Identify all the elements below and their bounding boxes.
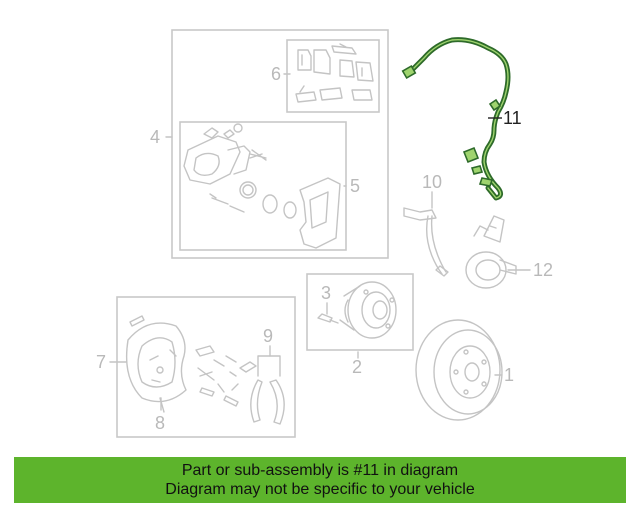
- abs-wheel-speed-sensor-icon: [401, 37, 511, 201]
- assembly-4-frame: [171, 29, 389, 259]
- hub-2-frame: [306, 273, 414, 351]
- callout-8: 8: [155, 413, 165, 433]
- callout-7: 7: [96, 352, 106, 372]
- brake-hose-icon: [403, 207, 449, 277]
- hub-bearing-icon: [317, 281, 397, 339]
- backing-plate-7-frame: [116, 296, 296, 438]
- callout-12: 12: [533, 260, 553, 280]
- backing-plate-icon: [125, 315, 187, 413]
- callout-4: 4: [150, 127, 160, 147]
- speed-sensor-hub-icon: [465, 215, 517, 289]
- caliper-5-frame: [179, 121, 347, 251]
- banner-line-disclaimer: Diagram may not be specific to your vehi…: [165, 481, 475, 498]
- pads-6-frame: [286, 39, 380, 113]
- callout-11: 11: [503, 108, 522, 128]
- callout-3: 3: [321, 283, 331, 303]
- callout-9: 9: [263, 326, 273, 346]
- callout-2: 2: [352, 357, 362, 377]
- part-info-banner: Part or sub-assembly is #11 in diagram D…: [14, 457, 626, 503]
- callout-1: 1: [504, 365, 514, 385]
- parking-brake-shoes-icon: [195, 345, 285, 425]
- callout-10: 10: [422, 172, 442, 192]
- callout-6: 6: [271, 64, 281, 84]
- callout-5: 5: [350, 176, 360, 196]
- banner-line-part: Part or sub-assembly is #11 in diagram: [181, 462, 459, 479]
- brake-rotor-icon: [415, 319, 503, 421]
- caliper-assembly-icon: [183, 123, 341, 249]
- leader-lines: [109, 73, 531, 411]
- brake-pads-icon: [295, 43, 374, 103]
